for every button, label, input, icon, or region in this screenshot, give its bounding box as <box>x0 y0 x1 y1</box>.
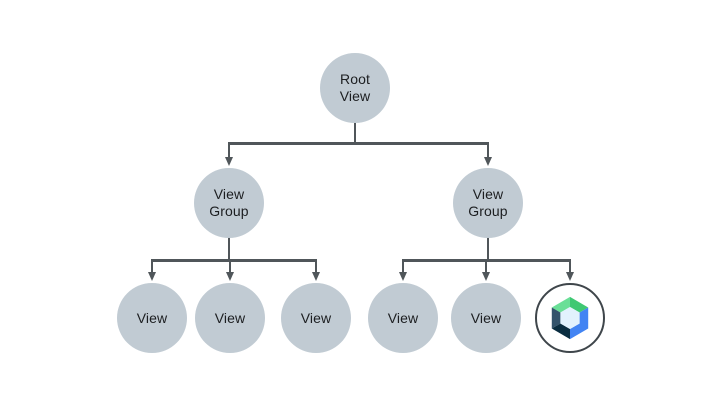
node-view-group-left-label: View Group <box>209 186 249 219</box>
connector-group-right-stem <box>486 237 490 261</box>
connector-stub-view-l2 <box>228 259 232 273</box>
node-view-left-1: View <box>117 283 187 353</box>
node-root-view-label: Root View <box>339 71 371 104</box>
node-view-group-left: View Group <box>194 168 264 238</box>
connector-stub-view-r1 <box>401 259 405 273</box>
connector-stub-view-l1 <box>150 259 154 273</box>
arrowhead-to-view-r1 <box>398 272 407 281</box>
arrowhead-to-view-l2 <box>225 272 234 281</box>
node-compose-leaf <box>535 283 605 353</box>
connector-group-left-stem <box>227 237 231 261</box>
arrowhead-to-group-left <box>224 157 233 166</box>
node-view-left-2-label: View <box>214 309 246 326</box>
connector-stub-view-l3 <box>314 259 318 273</box>
arrowhead-to-group-right <box>483 157 492 166</box>
connector-stub-view-r2 <box>484 259 488 273</box>
node-view-left-2: View <box>195 283 265 353</box>
node-view-right-2-label: View <box>470 309 502 326</box>
connector-row1-stub-right <box>486 142 490 157</box>
node-root-view: Root View <box>320 53 390 123</box>
arrowhead-to-view-l3 <box>311 272 320 281</box>
connector-row1-bar <box>227 142 490 145</box>
connector-row1-stub-left <box>227 142 231 157</box>
arrowhead-to-view-r2 <box>481 272 490 281</box>
node-view-left-3: View <box>281 283 351 353</box>
node-view-group-right: View Group <box>453 168 523 238</box>
node-view-group-right-label: View Group <box>468 186 508 219</box>
connector-stub-compose <box>568 259 572 273</box>
jetpack-compose-icon <box>551 296 589 340</box>
arrowhead-to-view-l1 <box>147 272 156 281</box>
connector-row2-left-bar <box>150 259 318 262</box>
node-view-right-2: View <box>451 283 521 353</box>
connector-root-stem <box>353 122 357 144</box>
arrowhead-to-compose <box>565 272 574 281</box>
node-view-right-1-label: View <box>387 309 419 326</box>
node-view-right-1: View <box>368 283 438 353</box>
node-view-left-1-label: View <box>136 309 168 326</box>
node-view-left-3-label: View <box>300 309 332 326</box>
